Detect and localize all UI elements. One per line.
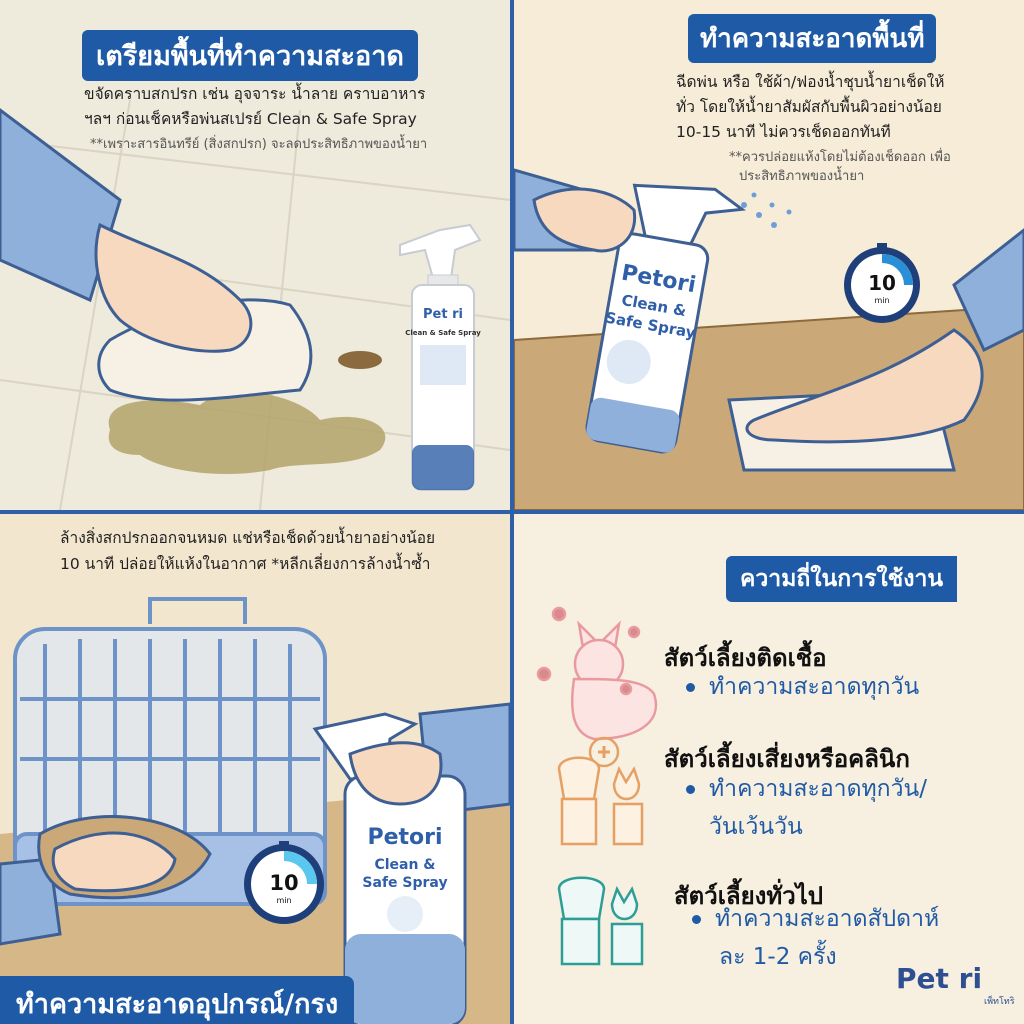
instruction-note-2: ประสิทธิภาพของน้ำยา: [739, 169, 865, 184]
panel-title: ความถี่ในการใช้งาน: [726, 556, 958, 602]
bottle-brand: Pet ri: [423, 307, 463, 322]
panel-title: ทำความสะอาดพื้นที่: [688, 14, 937, 63]
floor-stain: [108, 392, 386, 475]
instruction-line-1: ขจัดคราบสกปรก เช่น อุจจาระ น้ำลาย คราบอา…: [84, 85, 426, 103]
usage-frequency-illustration: [536, 606, 658, 966]
prepare-area-illustration: Pet ri Clean & Safe Spray: [0, 99, 510, 510]
timer-unit: min: [874, 296, 889, 305]
timer-icon: 10 min: [844, 243, 920, 323]
panel-title: ทำความสะอาดอุปกรณ์/กรง: [0, 976, 355, 1024]
hand: [94, 222, 253, 353]
instruction-note: **เพราะสารอินทรีย์ (สิ่งสกปรก) จะลดประสิ…: [90, 137, 428, 152]
brand-logo: Pet ri: [896, 962, 983, 995]
panel-clean-equipment: Petori Clean & Safe Spray 10 min ล้างสิ่…: [0, 514, 510, 1024]
group-general-label: สัตว์เลี้ยงทั่วไป: [674, 882, 824, 910]
instruction-note-1: **ควรปล่อยแห้งโดยไม่ต้องเช็ดออก เพื่อ: [729, 150, 951, 165]
group-clinic-label: สัตว์เลี้ยงเสี่ยงหรือคลินิก: [664, 745, 910, 773]
bottle-line-2: Safe Spray: [362, 875, 447, 891]
spray-bottle: Petori Clean & Safe Spray: [585, 183, 746, 454]
instruction-line-2: 10 นาที ปล่อยให้แห้งในอากาศ *หลีกเลี่ยงก…: [60, 555, 431, 573]
general-pets-icon: [557, 876, 644, 966]
instruction-line-1: ล้างสิ่งสกปรกออกจนหมด แช่หรือเช็ดด้วยน้ำ…: [60, 529, 436, 547]
panel-usage-frequency: ความถี่ในการใช้งาน สัตว์เลี้ยงติดเชื้อ ท…: [514, 514, 1024, 1024]
clinic-pets-icon: [557, 736, 644, 846]
bottle-line-1: Clean &: [374, 857, 435, 873]
small-stain: [338, 351, 382, 369]
group-general-item-line-2: ละ 1-2 ครั้ง: [719, 944, 837, 970]
group-general-item: ทำความสะอาดสัปดาห์: [692, 902, 939, 936]
instruction-line-1: ฉีดพ่น หรือ ใช้ผ้า/ฟองน้ำชุบน้ำยาเช็ดให้: [676, 73, 945, 91]
panel-title: เตรียมพื้นที่ทำความสะอาด: [82, 30, 418, 81]
instruction-line-2: ทั่ว โดยให้น้ำยาสัมผัสกับพื้นผิวอย่างน้อ…: [676, 98, 942, 116]
group-infected-item: ทำความสะอาดทุกวัน: [686, 670, 919, 704]
instruction-line-2: ฯลฯ ก่อนเช็คหรือพ่นสเปรย์ Clean & Safe S…: [84, 110, 417, 128]
timer-icon: 10 min: [244, 841, 324, 924]
timer-value: 10: [868, 271, 896, 295]
infected-cat-icon: [536, 606, 658, 741]
panel-prepare-area: Pet ri Clean & Safe Spray เตรียมพื้นที่ท…: [0, 0, 510, 510]
clean-equipment-illustration: Petori Clean & Safe Spray 10 min: [0, 597, 510, 1024]
timer-unit: min: [276, 896, 291, 905]
bottle-product-name: Clean & Safe Spray: [405, 329, 481, 337]
group-clinic-item: ทำความสะอาดทุกวัน/: [686, 772, 927, 806]
group-infected-label: สัตว์เลี้ยงติดเชื้อ: [664, 644, 827, 672]
instruction-line-3: 10-15 นาที ไม่ควรเช็ดออกทันที: [676, 123, 891, 141]
bottle-brand: Petori: [367, 825, 442, 850]
brand-logo-sub: เพ็ทโทริ: [984, 997, 1015, 1007]
group-clinic-item-line-2: วันเว้นวัน: [709, 814, 803, 840]
spray-bottle: Pet ri Clean & Safe Spray: [399, 223, 482, 491]
timer-value: 10: [269, 871, 298, 895]
spray-bottle: Petori Clean & Safe Spray: [312, 712, 467, 1024]
panel-clean-area: Petori Clean & Safe Spray 10 min ทำความส…: [514, 0, 1024, 510]
clean-area-illustration: Petori Clean & Safe Spray 10 min: [514, 168, 1024, 510]
